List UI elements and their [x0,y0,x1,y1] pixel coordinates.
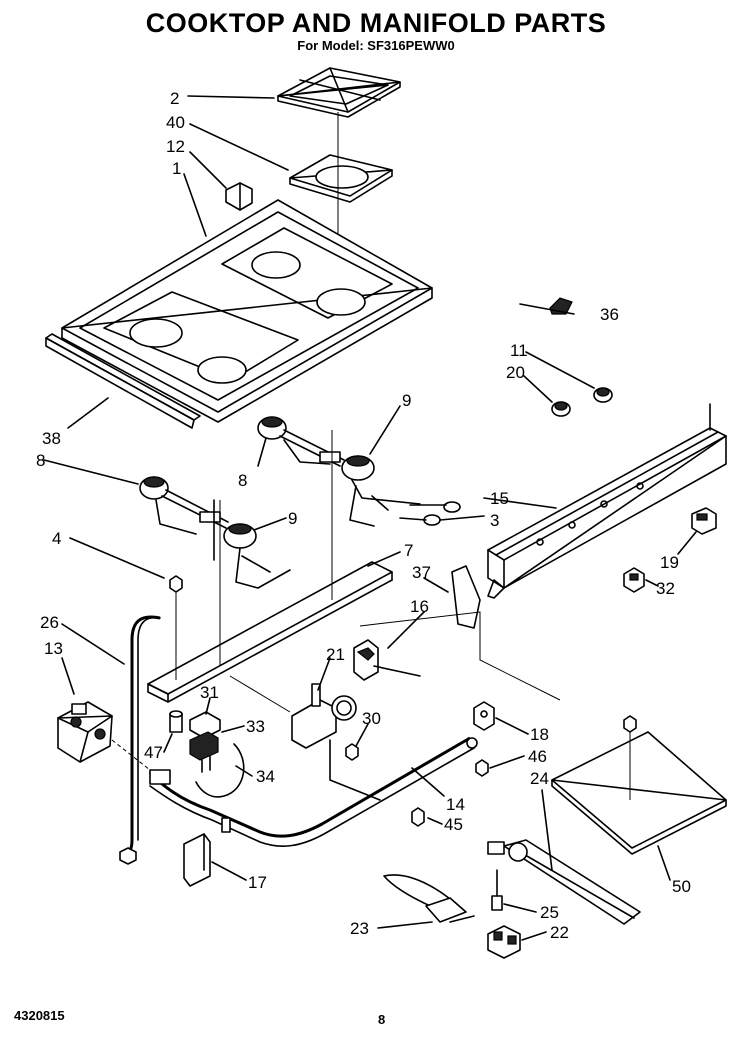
page-title: COOKTOP AND MANIFOLD PARTS [145,8,607,38]
callout-13: 13 [44,639,63,658]
callout-3: 3 [490,511,499,530]
callout-31: 31 [200,683,219,702]
callout-9-front: 9 [288,509,297,528]
part-support-bar [147,430,393,703]
part-fitting-25 [491,869,503,911]
callout-labels: 2 40 12 1 38 8 8 9 9 4 7 16 26 13 21 31 … [36,89,691,942]
guide-lines [229,611,561,713]
part-burner-front [139,476,291,589]
page-number: 8 [378,1012,386,1027]
callout-24: 24 [530,769,549,788]
callout-30: 30 [362,709,381,728]
callout-7: 7 [404,541,413,560]
part-shield-37 [451,565,481,629]
part-valve-22 [487,925,521,959]
callout-8-front: 8 [36,451,45,470]
callout-33: 33 [246,717,265,736]
callout-23: 23 [350,919,369,938]
part-cap-11 [593,387,613,403]
callout-15: 15 [490,489,509,508]
part-manifold-bracket [487,403,727,599]
callout-25: 25 [540,903,559,922]
part-valve-body [291,683,381,801]
callout-17: 17 [248,873,267,892]
part-gas-tube [119,615,161,865]
callout-38: 38 [42,429,61,448]
part-bracket-17 [183,817,231,887]
callout-19: 19 [660,553,679,572]
callout-4: 4 [52,529,61,548]
part-cap-20 [551,401,571,417]
part-burner-rear [257,416,421,527]
part-burner-bowl [289,112,393,300]
part-igniter-23 [383,874,475,923]
callout-11: 11 [510,341,528,360]
callout-16: 16 [410,597,429,616]
callout-12: 12 [166,137,185,156]
callout-18: 18 [530,725,549,744]
part-igniter-33 [189,731,219,773]
callout-47: 47 [144,743,163,762]
part-baffle [551,715,727,855]
callout-1: 1 [172,159,181,178]
part-cooktop [61,199,433,423]
part-valve-16 [353,639,421,681]
callout-37: 37 [412,563,431,582]
part-regulator [57,701,151,771]
part-switch-19 [691,507,717,535]
callout-45: 45 [444,815,463,834]
part-clip [225,182,253,211]
part-nut [169,575,183,680]
part-manifold-tube [148,736,478,847]
callout-50: 50 [672,877,691,896]
part-grate [277,67,401,118]
callout-22: 22 [550,923,569,942]
part-bracket-32 [623,567,645,593]
part-wire-34 [195,743,245,798]
callout-34: 34 [256,767,275,786]
model-subtitle: For Model: SF316PEWW0 [297,38,455,53]
part-oven-burner [487,839,641,925]
part-screw-46 [475,759,489,777]
callout-14: 14 [446,795,465,814]
callout-32: 32 [656,579,675,598]
callout-40: 40 [166,113,185,132]
callout-2: 2 [170,89,179,108]
callout-21: 21 [326,645,345,664]
callout-8-rear: 8 [238,471,247,490]
part-bracket-18 [473,701,495,731]
part-front-trim [45,333,201,429]
callout-46: 46 [528,747,547,766]
document-number: 4320815 [14,1008,65,1023]
part-screw-45 [411,807,425,827]
callout-9-rear: 9 [402,391,411,410]
part-spacer [169,710,183,733]
part-electrodes [399,501,461,526]
part-orifice-30 [345,743,359,761]
callout-36: 36 [600,305,619,324]
callout-26: 26 [40,613,59,632]
callout-20: 20 [506,363,525,382]
leader-lines [43,95,697,941]
